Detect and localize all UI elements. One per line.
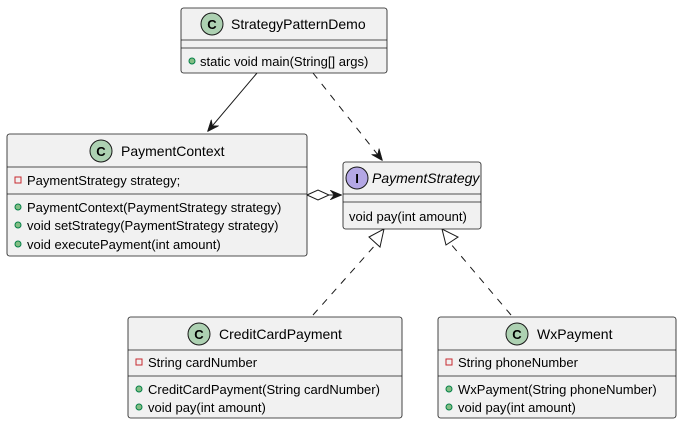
field-card-number: String cardNumber bbox=[148, 355, 258, 370]
class-credit-card-payment[interactable]: C CreditCardPayment String cardNumber Cr… bbox=[127, 316, 403, 419]
method-pay: void pay(int amount) bbox=[458, 400, 576, 415]
field-strategy: PaymentStrategy strategy; bbox=[27, 173, 180, 188]
public-visibility-icon bbox=[135, 385, 143, 393]
class-badge-letter: C bbox=[207, 17, 217, 32]
private-visibility-icon bbox=[14, 176, 22, 184]
relationship-context-to-strategy-aggregation bbox=[305, 189, 341, 201]
class-payment-context[interactable]: C PaymentContext PaymentStrategy strateg… bbox=[6, 133, 308, 257]
class-name: StrategyPatternDemo bbox=[231, 16, 366, 32]
interface-badge-icon bbox=[345, 166, 369, 190]
field-phone-number: String phoneNumber bbox=[458, 355, 579, 370]
method-set-strategy: void setStrategy(PaymentStrategy strateg… bbox=[27, 218, 278, 233]
class-badge-icon bbox=[200, 12, 224, 36]
class-badge-icon bbox=[505, 322, 529, 346]
class-badge-letter: C bbox=[96, 144, 106, 159]
relationship-demo-to-strategy-dependency bbox=[312, 72, 382, 160]
class-badge-icon bbox=[89, 139, 113, 163]
method-main: static void main(String[] args) bbox=[200, 54, 368, 69]
class-strategy-pattern-demo[interactable]: C StrategyPatternDemo static void main(S… bbox=[180, 7, 388, 74]
method-pay: void pay(int amount) bbox=[349, 209, 467, 224]
relationship-credit-realizes-strategy bbox=[312, 228, 385, 316]
relationship-wx-realizes-strategy bbox=[441, 228, 512, 316]
method-constructor: PaymentContext(PaymentStrategy strategy) bbox=[27, 200, 281, 215]
method-execute-payment: void executePayment(int amount) bbox=[27, 237, 221, 252]
interface-name: PaymentStrategy bbox=[372, 170, 480, 186]
method-pay: void pay(int amount) bbox=[148, 400, 266, 415]
class-name: PaymentContext bbox=[121, 143, 225, 159]
aggregation-diamond bbox=[305, 189, 331, 201]
public-visibility-icon bbox=[14, 240, 22, 248]
private-visibility-icon bbox=[135, 358, 143, 366]
public-visibility-icon bbox=[14, 221, 22, 229]
realization-arrowhead bbox=[441, 228, 459, 246]
method-constructor: CreditCardPayment(String cardNumber) bbox=[148, 382, 380, 397]
public-visibility-icon bbox=[445, 385, 453, 393]
private-visibility-icon bbox=[445, 358, 453, 366]
class-badge-letter: C bbox=[194, 327, 204, 342]
public-visibility-icon bbox=[445, 403, 453, 411]
relationship-demo-to-context-association bbox=[208, 72, 258, 131]
class-badge-letter: C bbox=[512, 327, 522, 342]
class-badge-icon bbox=[187, 322, 211, 346]
class-name: CreditCardPayment bbox=[219, 326, 342, 342]
method-constructor: WxPayment(String phoneNumber) bbox=[458, 382, 657, 397]
class-wx-payment[interactable]: C WxPayment String phoneNumber WxPayment… bbox=[437, 316, 677, 419]
public-visibility-icon bbox=[14, 203, 22, 211]
interface-payment-strategy[interactable]: I PaymentStrategy void pay(int amount) bbox=[342, 161, 482, 230]
public-visibility-icon bbox=[135, 403, 143, 411]
public-visibility-icon bbox=[188, 57, 196, 65]
interface-badge-letter: I bbox=[355, 171, 359, 186]
class-name: WxPayment bbox=[537, 326, 613, 342]
realization-arrowhead bbox=[368, 228, 385, 248]
